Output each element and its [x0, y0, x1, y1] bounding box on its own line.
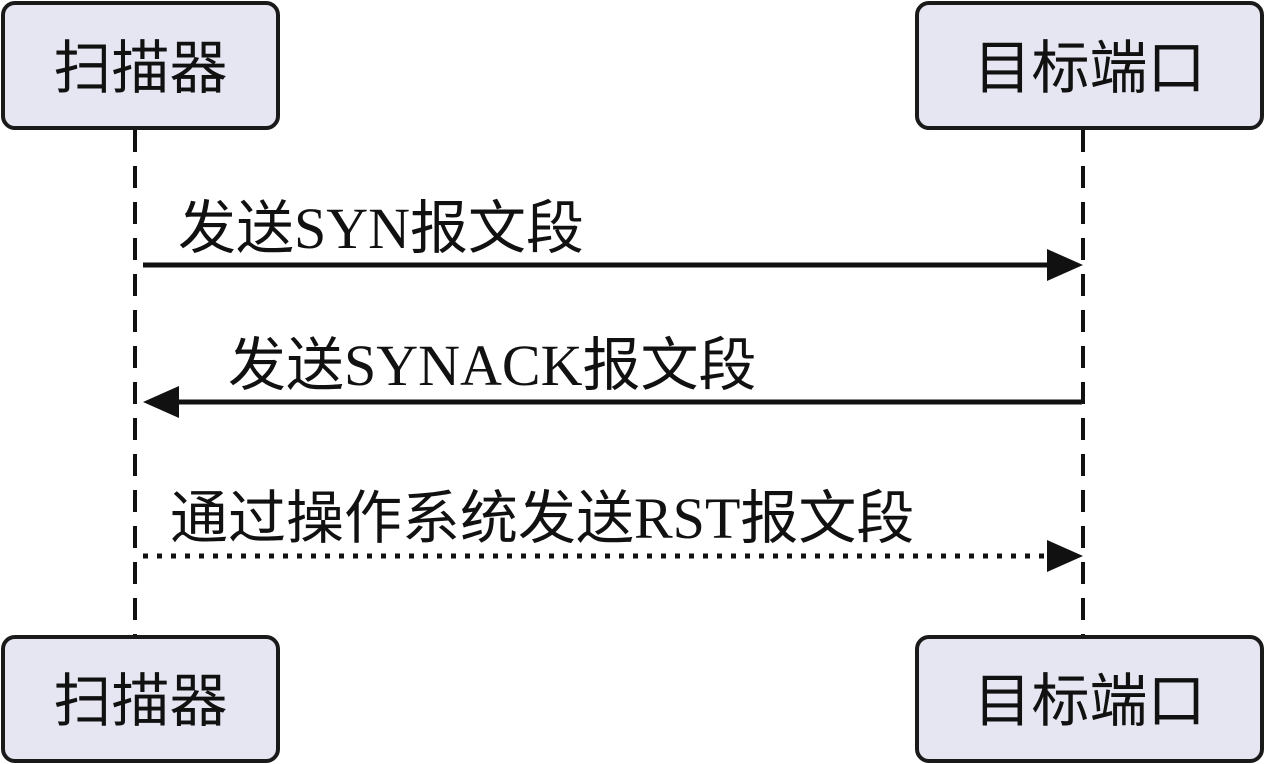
message-rst-label: 通过操作系统发送RST报文段	[170, 486, 914, 551]
participant-target-top: 目标端口	[915, 1, 1264, 130]
message-synack-label: 发送SYNACK报文段	[228, 333, 757, 398]
message-rst: 通过操作系统发送RST报文段	[143, 486, 1083, 572]
participant-scanner-label: 扫描器	[53, 34, 227, 102]
participant-scanner-label: 扫描器	[53, 667, 227, 735]
participant-target-label: 目标端口	[973, 667, 1205, 735]
message-syn: 发送SYN报文段	[143, 196, 1083, 281]
arrowhead-right-icon	[1047, 540, 1083, 572]
participant-scanner-bottom: 扫描器	[1, 635, 280, 763]
arrowhead-right-icon	[1047, 249, 1083, 281]
arrowhead-left-icon	[143, 386, 179, 418]
message-synack: 发送SYNACK报文段	[143, 333, 1082, 418]
message-syn-label: 发送SYN报文段	[178, 196, 584, 261]
participant-target-bottom: 目标端口	[915, 635, 1264, 763]
participant-scanner-top: 扫描器	[1, 1, 280, 130]
participant-target-label: 目标端口	[973, 34, 1205, 102]
